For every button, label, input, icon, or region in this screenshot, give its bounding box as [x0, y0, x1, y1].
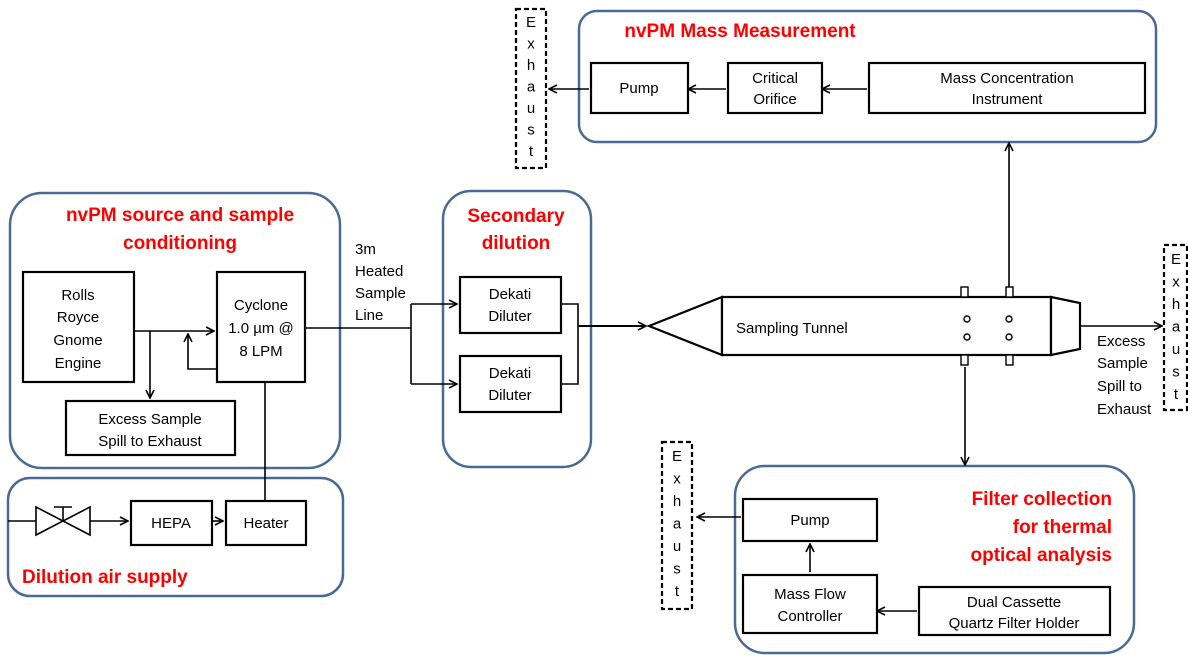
mass-flow-controller-box: Mass Flow Controller: [741, 573, 879, 635]
tunnel-excess-label-2: Sample: [1097, 355, 1148, 372]
exhaust-letter: x: [673, 471, 681, 488]
exhaust-letter: t: [1174, 386, 1179, 403]
excess-sample-label-1: Excess Sample: [98, 411, 201, 428]
tunnel-probe-top-1: [960, 286, 969, 298]
exhaust-letter: h: [673, 493, 681, 510]
exhaust-letter: a: [673, 516, 682, 533]
orifice-label-2: Orifice: [753, 91, 796, 108]
critical-orifice-box: Critical Orifice: [726, 61, 824, 115]
dilution-air-title: Dilution air supply: [22, 567, 188, 588]
exhaust-box-filter: Exhaust: [660, 440, 694, 611]
exhaust-letter: s: [1172, 364, 1180, 381]
exhaust-letter: E: [526, 14, 536, 31]
sample-line-label-3: Sample: [355, 285, 406, 302]
exhaust-letter: E: [672, 448, 682, 465]
tunnel-excess-label-3: Spill to: [1097, 378, 1142, 395]
dekati-2-label-2: Diluter: [488, 387, 531, 404]
exhaust-box-mass: Exhaust: [514, 7, 548, 170]
cyclone-label-2: 1.0 µm @: [228, 320, 294, 337]
exhaust-letter: a: [1172, 319, 1181, 336]
dekati-diluter-1-box: Dekati Diluter: [458, 275, 563, 335]
dekati-1-label-1: Dekati: [489, 286, 532, 303]
tunnel-excess-label-4: Exhaust: [1097, 401, 1152, 418]
mfc-label-2: Controller: [777, 608, 842, 625]
holder-label-2: Quartz Filter Holder: [949, 615, 1080, 632]
filter-pump-box: Pump: [741, 497, 879, 543]
instrument-label-1: Mass Concentration: [940, 70, 1073, 87]
exhaust-letter: h: [1172, 296, 1180, 313]
valve-icon: [35, 505, 91, 537]
exhaust-letter: t: [675, 583, 680, 600]
dekati-1-label-2: Diluter: [488, 308, 531, 325]
heater-box: Heater: [224, 499, 308, 547]
exhaust-letter: s: [673, 561, 681, 578]
mass-title: nvPM Mass Measurement: [624, 21, 856, 42]
tunnel-probe-bottom-2: [1005, 354, 1014, 366]
dekati-1-out-line: [561, 303, 579, 326]
exhaust-letter: s: [527, 122, 535, 139]
tunnel-label: Sampling Tunnel: [736, 320, 848, 337]
cyclone-label-1: Cyclone: [234, 297, 288, 314]
excess-sample-label-2: Spill to Exhaust: [98, 433, 202, 450]
orifice-label-1: Critical: [752, 70, 798, 87]
mass-pump-label: Pump: [619, 80, 658, 97]
engine-box: Rolls Royce Gnome Engine: [21, 270, 136, 384]
exhaust-letter: E: [1171, 251, 1181, 268]
filter-title-line-3: optical analysis: [970, 545, 1112, 566]
filter-holder-box: Dual Cassette Quartz Filter Holder: [917, 585, 1112, 637]
exhaust-letter: u: [527, 100, 535, 117]
engine-label-4: Engine: [55, 355, 102, 372]
sample-line-label-1: 3m: [355, 241, 376, 258]
dekati-diluter-2-box: Dekati Diluter: [458, 354, 563, 414]
mfc-label-1: Mass Flow: [774, 586, 846, 603]
source-title-line-2: conditioning: [123, 233, 237, 254]
source-title-line-1: nvPM source and sample: [66, 205, 294, 226]
tunnel-probe-top-2: [1005, 286, 1014, 298]
sampling-tunnel: Sampling Tunnel: [646, 286, 1082, 366]
filter-title-line-2: for thermal: [1013, 517, 1112, 538]
exhaust-letter: t: [529, 143, 534, 160]
exhaust-letter: h: [527, 57, 535, 74]
hepa-label: HEPA: [151, 515, 191, 532]
hepa-box: HEPA: [129, 499, 214, 547]
tunnel-excess-label-1: Excess: [1097, 333, 1145, 350]
exhaust-letter: x: [527, 36, 535, 53]
engine-label-3: Gnome: [53, 332, 102, 349]
exhaust-letter: a: [527, 79, 536, 96]
filter-pump-label: Pump: [790, 512, 829, 529]
excess-sample-box: Excess Sample Spill to Exhaust: [64, 399, 237, 457]
dekati-2-out-line: [561, 326, 579, 385]
cyclone-label-3: 8 LPM: [239, 343, 282, 360]
cyclone-box: Cyclone 1.0 µm @ 8 LPM: [215, 270, 307, 384]
instrument-label-2: Instrument: [972, 91, 1044, 108]
engine-label-2: Royce: [57, 309, 100, 326]
exhaust-letter: u: [673, 538, 681, 555]
sample-line-label-2: Heated: [355, 263, 403, 280]
dekati-2-label-1: Dekati: [489, 365, 532, 382]
sample-line-label-4: Line: [355, 307, 383, 324]
filter-title-line-1: Filter collection: [972, 489, 1112, 510]
heater-label: Heater: [243, 515, 288, 532]
secondary-title-line-2: dilution: [482, 233, 551, 254]
exhaust-letter: x: [1172, 274, 1180, 291]
mass-instrument-box: Mass Concentration Instrument: [867, 61, 1147, 115]
engine-label-1: Rolls: [61, 287, 94, 304]
tunnel-probe-bottom-1: [960, 354, 969, 366]
secondary-title-line-1: Secondary: [467, 206, 565, 227]
exhaust-letter: u: [1172, 341, 1180, 358]
exhaust-box-tunnel: Exhaust: [1162, 243, 1188, 412]
holder-label-1: Dual Cassette: [967, 594, 1061, 611]
mass-pump-box: Pump: [589, 61, 690, 115]
